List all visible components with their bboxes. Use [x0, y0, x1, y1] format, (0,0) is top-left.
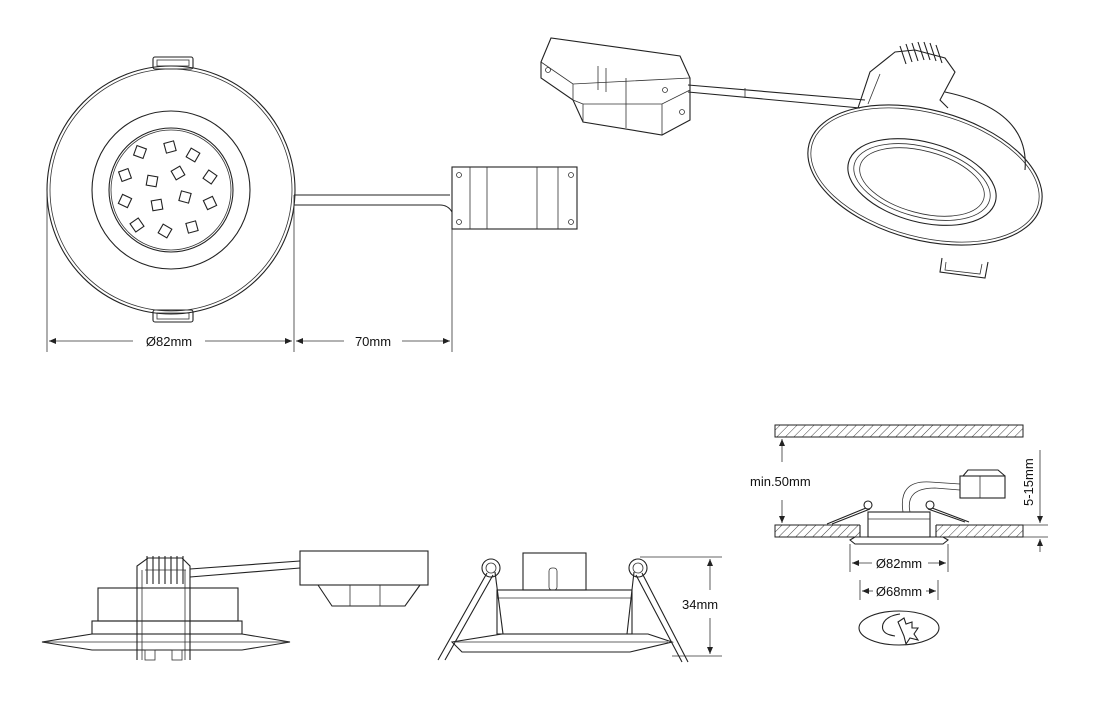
led-array	[117, 140, 218, 239]
top-view: Ø82mm 70mm	[46, 56, 578, 352]
cutout-diameter-label: Ø68mm	[876, 584, 922, 599]
spring-coil	[899, 41, 943, 65]
side-view-height: 34mm	[437, 552, 722, 663]
min-gap-label: min.50mm	[750, 474, 811, 489]
cable-length-label: 70mm	[355, 334, 391, 349]
installed-diameter-label: Ø82mm	[876, 556, 922, 571]
installation-view: min.50mm 5-15mm Ø82mm Ø68mm	[750, 424, 1048, 646]
side-spring-coil	[145, 556, 186, 584]
diameter-label: Ø82mm	[146, 334, 192, 349]
perspective-view	[540, 37, 1043, 279]
cutout-saw-icon	[858, 610, 940, 646]
thickness-label: 5-15mm	[1021, 458, 1036, 506]
height-label: 34mm	[682, 597, 718, 612]
side-view	[41, 550, 429, 661]
